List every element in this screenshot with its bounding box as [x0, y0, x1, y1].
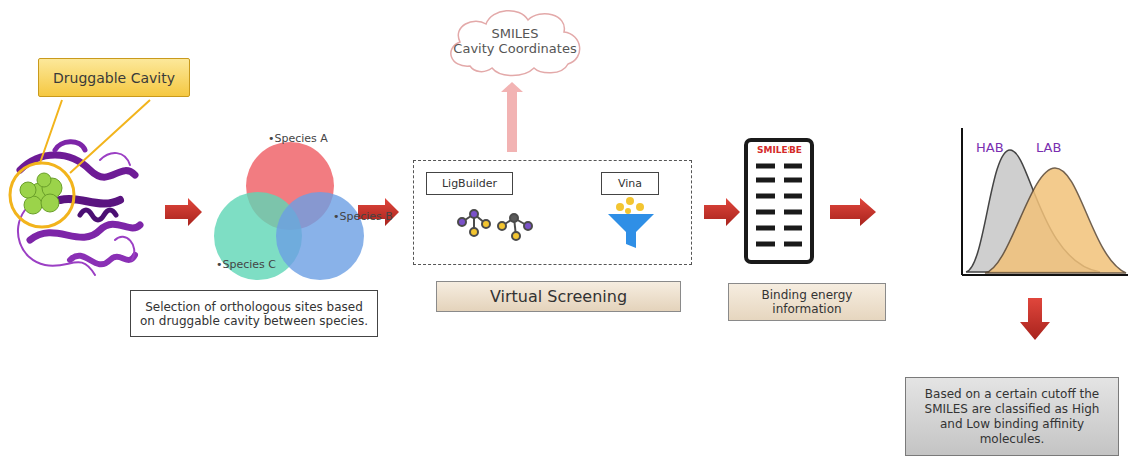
callout-leader — [40, 100, 150, 173]
venn-label: •Species A — [268, 132, 328, 145]
venn-label: •Species B — [333, 210, 393, 223]
molecule-icons — [458, 210, 532, 240]
flow-arrow — [1020, 298, 1050, 340]
caption-box: Selection of orthologous sites based on … — [130, 290, 378, 337]
document-icon — [746, 140, 812, 262]
curve-label: LAB — [1036, 140, 1061, 155]
node-text: Based on a certain cutoff the SMILES are… — [914, 387, 1110, 447]
node-text: SMILES — [491, 26, 538, 41]
section-title: Virtual Screening — [436, 281, 681, 312]
callout-box: Druggable Cavity — [38, 58, 190, 97]
venn-label: •Species C — [216, 258, 276, 271]
flow-arrow — [165, 198, 202, 226]
flow-arrow — [830, 198, 876, 226]
flow-arrow — [704, 198, 740, 226]
note-box: Based on a certain cutoff the SMILES are… — [905, 377, 1119, 456]
distribution-chart — [962, 128, 1128, 275]
protein-illustration — [18, 142, 140, 275]
group-box: Virtual ScreeningLigBuilderVina — [413, 160, 692, 265]
process-box: Binding energy information — [728, 283, 886, 321]
cavity-blob — [20, 173, 62, 214]
node-text: Cavity Coordinates — [453, 41, 576, 56]
node-text: LigBuilder — [442, 177, 497, 190]
node-text: Selection of orthologous sites based on … — [139, 300, 369, 328]
cavity-highlight — [10, 163, 74, 227]
flow-arrow — [501, 82, 523, 152]
funnel-icon — [608, 197, 654, 248]
node-text: Druggable Cavity — [53, 70, 175, 86]
curve-label: HAB — [976, 140, 1004, 155]
node-text: Binding energy information — [735, 288, 879, 316]
table-header: BE — [789, 145, 802, 155]
node-text: Vina — [618, 177, 642, 190]
tool-box: Vina — [601, 172, 659, 195]
tool-box: LigBuilder — [426, 172, 513, 195]
cloud-shape: SMILESCavity Coordinates — [440, 4, 590, 78]
